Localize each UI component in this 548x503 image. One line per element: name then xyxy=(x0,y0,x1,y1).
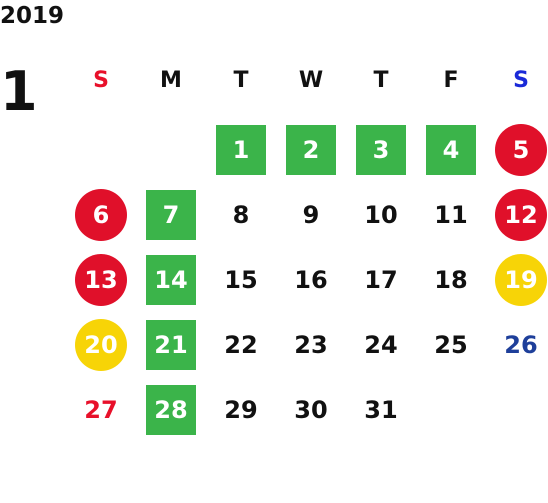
day-cell-11: 11 xyxy=(434,201,468,229)
day-cell-3: 3 xyxy=(356,125,406,175)
weekday-header-5: F xyxy=(443,67,459,93)
day-cell-29: 29 xyxy=(224,396,258,424)
day-cell-16: 16 xyxy=(294,266,328,294)
day-cell-9: 9 xyxy=(302,201,320,229)
day-cell-6: 6 xyxy=(75,189,127,241)
day-cell-1: 1 xyxy=(216,125,266,175)
day-cell-24: 24 xyxy=(364,331,398,359)
day-cell-13: 13 xyxy=(75,254,127,306)
weekday-header-1: M xyxy=(160,67,182,93)
day-cell-30: 30 xyxy=(294,396,328,424)
day-cell-23: 23 xyxy=(294,331,328,359)
day-cell-7: 7 xyxy=(146,190,196,240)
day-cell-5: 5 xyxy=(495,124,547,176)
day-cell-25: 25 xyxy=(434,331,468,359)
day-cell-12: 12 xyxy=(495,189,547,241)
day-cell-22: 22 xyxy=(224,331,258,359)
weekday-header-4: T xyxy=(373,67,389,93)
day-cell-18: 18 xyxy=(434,266,468,294)
day-cell-27: 27 xyxy=(84,396,118,424)
month-number: 1 xyxy=(0,60,38,123)
year-label: 2019 xyxy=(0,3,65,29)
weekday-header-0: S xyxy=(93,67,109,93)
day-cell-4: 4 xyxy=(426,125,476,175)
day-cell-19: 19 xyxy=(495,254,547,306)
day-cell-14: 14 xyxy=(146,255,196,305)
weekday-header-6: S xyxy=(513,67,529,93)
day-cell-31: 31 xyxy=(364,396,398,424)
weekday-header-2: T xyxy=(233,67,249,93)
weekday-header-3: W xyxy=(298,67,324,93)
day-cell-10: 10 xyxy=(364,201,398,229)
day-cell-28: 28 xyxy=(146,385,196,435)
day-cell-8: 8 xyxy=(232,201,250,229)
day-cell-2: 2 xyxy=(286,125,336,175)
day-cell-17: 17 xyxy=(364,266,398,294)
day-cell-26: 26 xyxy=(504,331,538,359)
day-cell-20: 20 xyxy=(75,319,127,371)
day-cell-15: 15 xyxy=(224,266,258,294)
day-cell-21: 21 xyxy=(146,320,196,370)
